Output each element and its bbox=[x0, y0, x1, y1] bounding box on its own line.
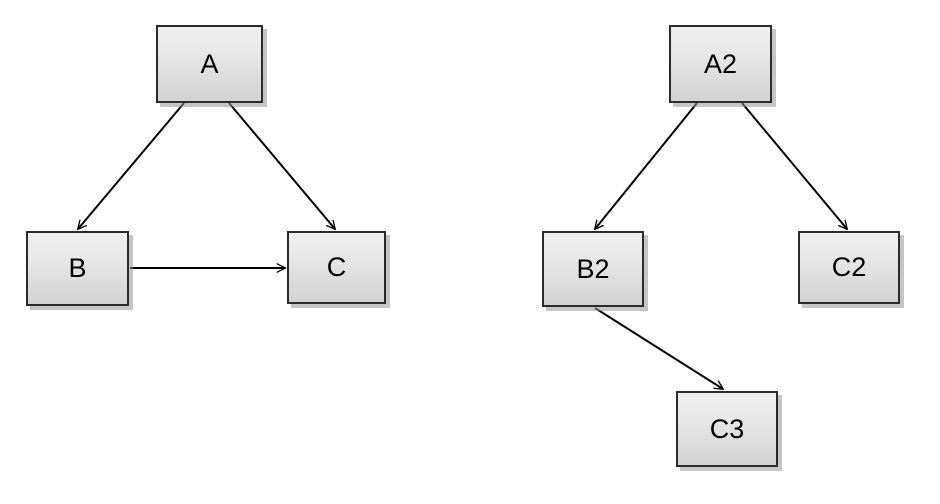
node-c2[interactable]: C2 bbox=[798, 231, 900, 304]
node-label: A bbox=[200, 48, 219, 79]
node-b[interactable]: B bbox=[26, 231, 129, 306]
node-a[interactable]: A bbox=[156, 25, 263, 103]
edge-b2-to-c3 bbox=[594, 307, 723, 389]
node-c[interactable]: C bbox=[287, 231, 386, 304]
node-c3[interactable]: C3 bbox=[676, 391, 778, 467]
edge-a2-to-b2 bbox=[595, 102, 698, 229]
node-label: B bbox=[68, 253, 87, 283]
edge-a-to-c bbox=[228, 102, 335, 229]
edge-a-to-b bbox=[78, 102, 185, 229]
node-label: C bbox=[326, 252, 347, 282]
node-label: C2 bbox=[831, 252, 867, 282]
node-a2[interactable]: A2 bbox=[669, 25, 772, 103]
node-label: B2 bbox=[576, 253, 610, 284]
edge-a2-to-c2 bbox=[741, 102, 847, 229]
node-label: C3 bbox=[709, 413, 745, 444]
node-label: A2 bbox=[703, 48, 738, 79]
node-b2[interactable]: B2 bbox=[542, 231, 644, 307]
edges-group bbox=[78, 102, 847, 389]
